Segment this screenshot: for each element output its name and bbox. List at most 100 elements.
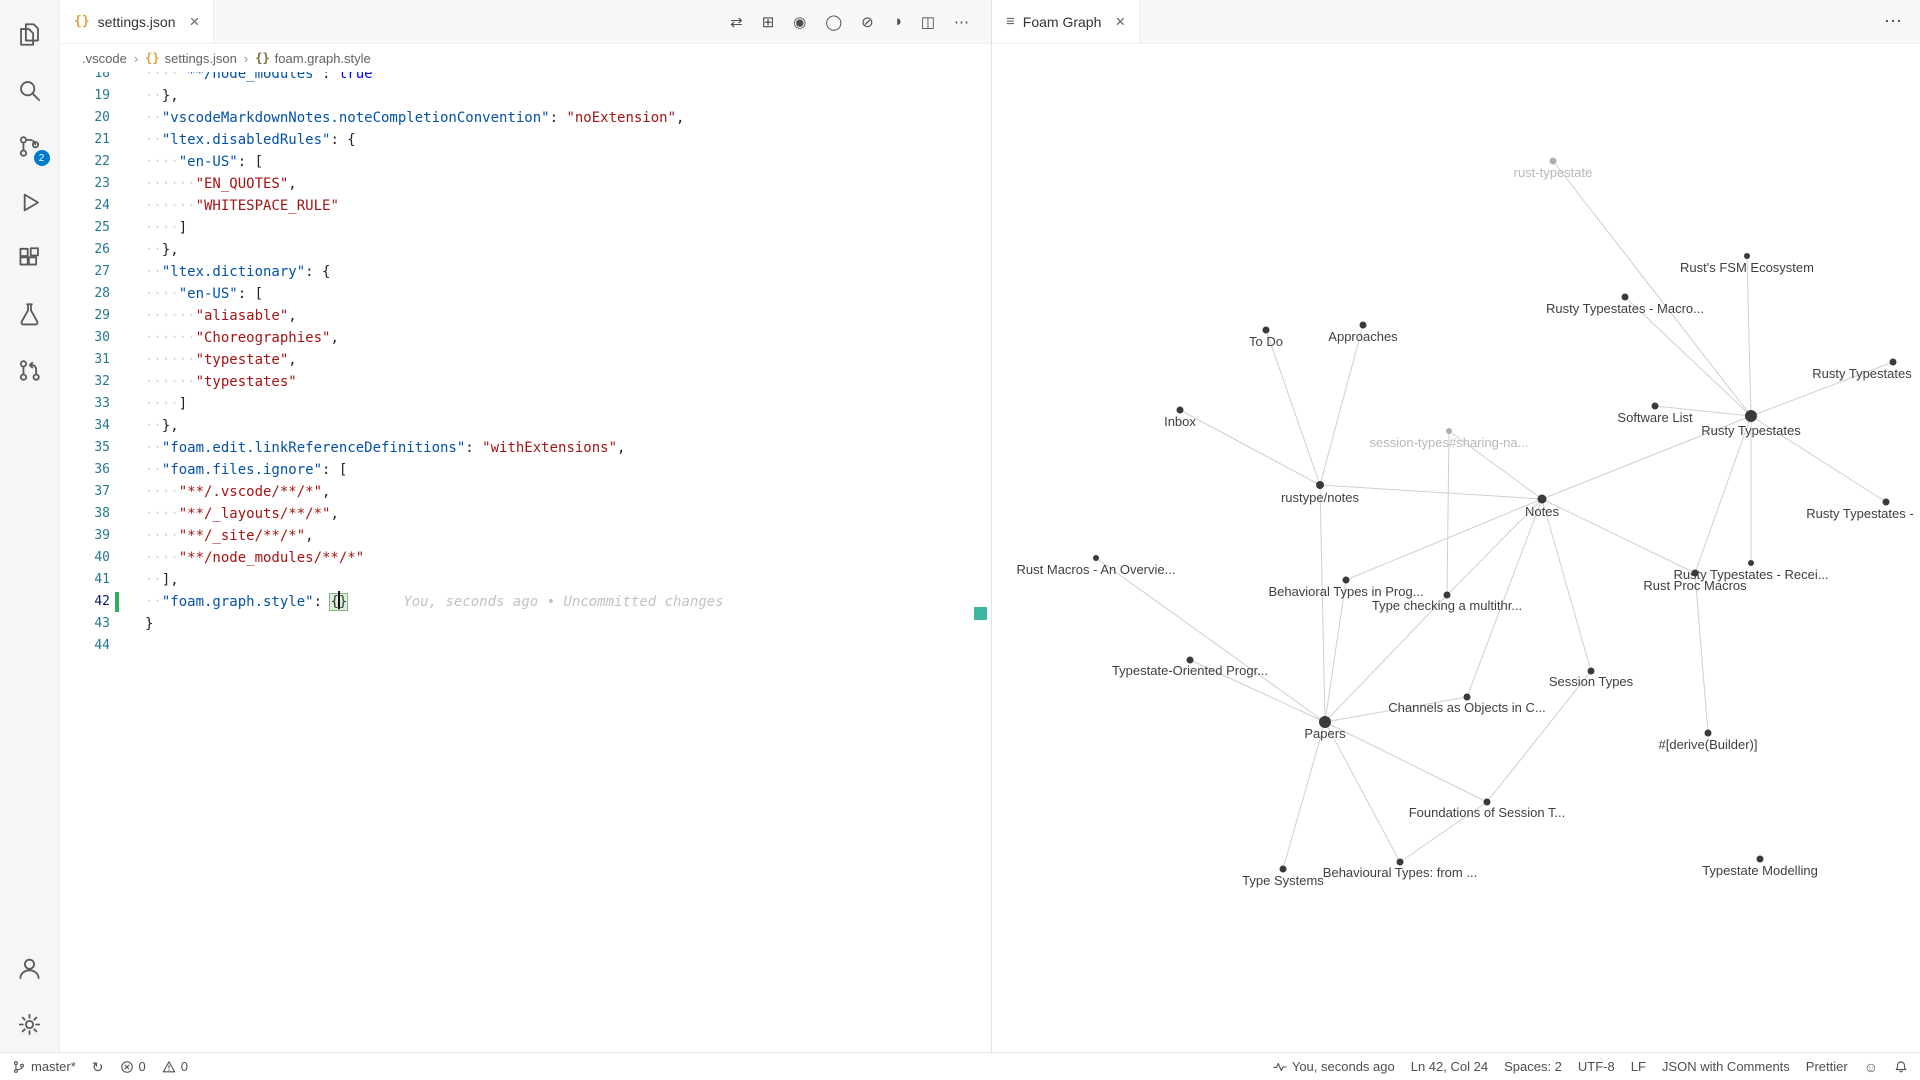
breadcrumb-item-settings-json[interactable]: {}settings.json [145,51,237,66]
code-line-27[interactable]: 27··"ltex.dictionary": { [60,261,991,283]
graph-node-rpm[interactable]: Rust Proc Macros [1643,569,1747,594]
compare-changes-icon[interactable]: ⇄ [730,13,743,31]
graph-node-fst[interactable]: Foundations of Session T... [1409,798,1566,821]
graph-node-appr[interactable]: Approaches [1328,321,1398,345]
source-control-icon [19,135,40,157]
activity-item-settings[interactable] [4,996,56,1052]
code-line-28[interactable]: 28····"en-US": [ [60,283,991,305]
code-line-29[interactable]: 29······"aliasable", [60,305,991,327]
code-line-25[interactable]: 25····] [60,217,991,239]
graph-node-rt[interactable]: rust-typestate [1514,157,1593,181]
code-line-40[interactable]: 40····"**/node_modules/**/*" [60,547,991,569]
graph-node-rrm[interactable]: Rusty Typestates - [1806,498,1914,522]
status-blame[interactable]: You, seconds ago [1273,1059,1395,1074]
code-line-19[interactable]: 19··}, [60,85,991,107]
activity-item-github-pr[interactable] [4,342,56,398]
tab-settings-json[interactable]: {} settings.json × [60,0,215,43]
graph-node-tcm[interactable]: Type checking a multithr... [1372,591,1522,614]
tab-foam-graph[interactable]: ≡ Foam Graph × [992,0,1141,43]
graph-node-ch[interactable]: Channels as Objects in C... [1388,693,1546,716]
open-on-remote-icon[interactable]: ◯ [825,13,843,31]
file-heatmap-icon[interactable]: ◑ [892,13,902,30]
activity-item-testing[interactable] [4,286,56,342]
activity-item-account[interactable] [4,940,56,996]
breadcrumb-item--vscode[interactable]: .vscode [82,51,127,66]
code-line-23[interactable]: 23······"EN_QUOTES", [60,173,991,195]
graph-node-st[interactable]: Session Types [1549,667,1634,690]
graph-node-rrec[interactable]: Rusty Typestates - Recei... [1673,560,1829,582]
code-line-37[interactable]: 37····"**/.vscode/**/*", [60,481,991,503]
code-line-44[interactable]: 44 [60,635,991,657]
graph-node-fsm[interactable]: Rust's FSM Ecosystem [1680,253,1814,275]
status-errors[interactable]: 0 [120,1059,146,1074]
activity-item-extensions[interactable] [4,230,56,286]
code-line-41[interactable]: 41··], [60,569,991,591]
code-line-24[interactable]: 24······"WHITESPACE_RULE" [60,195,991,217]
graph-node-rmain[interactable]: Rusty Typestates [1701,410,1801,438]
graph-node-btp[interactable]: Behavioral Types in Prog... [1268,576,1424,600]
close-tab-icon[interactable]: × [189,12,200,31]
graph-node-rrt[interactable]: Rusty Typestates [1812,358,1912,382]
status-feedback[interactable]: ☺ [1864,1060,1878,1074]
status-git-branch[interactable]: master* [12,1059,76,1074]
toggle-blame-icon[interactable]: ◉ [793,13,807,31]
svg-text:#[derive(Builder)]: #[derive(Builder)] [1659,737,1758,752]
code-line-31[interactable]: 31······"typestate", [60,349,991,371]
file-history-icon[interactable]: ⊘ [861,13,874,31]
graph-node-papers[interactable]: Papers [1304,716,1346,741]
activity-item-run-debug[interactable] [4,174,56,230]
more-actions-icon[interactable]: ⋯ [954,13,969,31]
graph-node-ssh[interactable]: session-types#sharing-na... [1370,428,1529,450]
status-sync[interactable]: ↻ [92,1060,104,1074]
graph-node-todo[interactable]: To Do [1249,326,1283,350]
split-editor-icon[interactable]: ◫ [920,13,935,31]
graph-node-sw[interactable]: Software List [1617,402,1693,426]
graph-node-rmo[interactable]: Rust Macros - An Overvie... [1017,555,1176,577]
code-line-20[interactable]: 20··"vscodeMarkdownNotes.noteCompletionC… [60,107,991,129]
status-warnings[interactable]: 0 [162,1059,188,1074]
open-changes-icon[interactable]: ⊞ [761,13,775,31]
svg-text:Channels as Objects in C...: Channels as Objects in C... [1388,700,1546,715]
code-line-18[interactable]: 18····"**/node_modules": true [60,72,991,85]
status-formatter[interactable]: Prettier [1806,1059,1848,1074]
activity-item-source-control[interactable]: 2 [4,118,56,174]
status-encoding[interactable]: UTF-8 [1578,1059,1615,1074]
graph-node-db[interactable]: #[derive(Builder)] [1659,729,1758,753]
code-line-26[interactable]: 26··}, [60,239,991,261]
graph-node-ts[interactable]: Type Systems [1242,865,1324,889]
activity-item-explorer[interactable] [4,6,56,62]
code-line-36[interactable]: 36··"foam.files.ignore": [ [60,459,991,481]
graph-node-rn[interactable]: rustype/notes [1281,481,1360,505]
graph-node-btf[interactable]: Behavioural Types: from ... [1323,858,1477,881]
breadcrumb-item-foam-graph-style[interactable]: {}foam.graph.style [255,51,371,66]
graph-node-top[interactable]: Typestate-Oriented Progr... [1112,656,1268,679]
code-line-21[interactable]: 21··"ltex.disabledRules": { [60,129,991,151]
code-line-30[interactable]: 30······"Choreographies", [60,327,991,349]
status-eol[interactable]: LF [1631,1059,1646,1074]
code-line-38[interactable]: 38····"**/_layouts/**/*", [60,503,991,525]
graph-node-notes[interactable]: Notes [1525,494,1559,520]
code-line-42[interactable]: 42··"foam.graph.style": {}You, seconds a… [60,591,991,613]
status-notifications[interactable] [1894,1060,1908,1074]
code-line-33[interactable]: 33····] [60,393,991,415]
code-line-22[interactable]: 22····"en-US": [ [60,151,991,173]
close-panel-icon[interactable]: × [1115,12,1126,31]
more-actions-icon[interactable]: ⋯ [1884,11,1902,31]
graph-node-tm[interactable]: Typestate Modelling [1702,855,1818,879]
pulse-icon [1273,1060,1287,1074]
code-line-35[interactable]: 35··"foam.edit.linkReferenceDefinitions"… [60,437,991,459]
line-content: ····"**/_site/**/*", [145,528,314,544]
status-cursor-position[interactable]: Ln 42, Col 24 [1411,1059,1488,1074]
code-line-34[interactable]: 34··}, [60,415,991,437]
activity-item-search[interactable] [4,62,56,118]
status-indentation[interactable]: Spaces: 2 [1504,1059,1562,1074]
code-line-32[interactable]: 32······"typestates" [60,371,991,393]
graph-node-rmac[interactable]: Rusty Typestates - Macro... [1546,293,1704,317]
code-line-39[interactable]: 39····"**/_site/**/*", [60,525,991,547]
graph-edge [1319,484,1326,723]
graph-node-inbox[interactable]: Inbox [1164,406,1196,430]
code-line-43[interactable]: 43} [60,613,991,635]
status-language-mode[interactable]: JSON with Comments [1662,1059,1790,1074]
